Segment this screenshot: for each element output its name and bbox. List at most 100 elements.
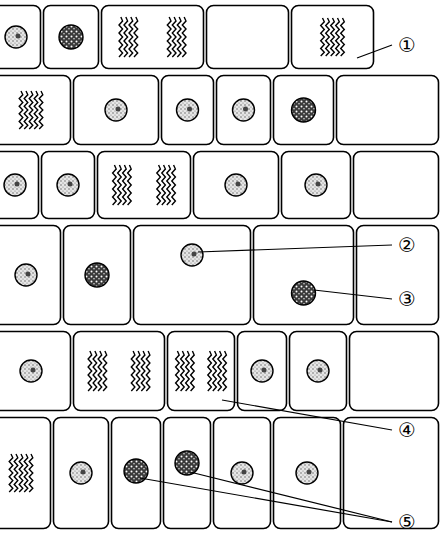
- chromosome: [321, 18, 325, 56]
- plant-cell: [207, 6, 289, 69]
- chromosome: [103, 351, 107, 391]
- plant-cell: [337, 76, 439, 145]
- leader-line: [190, 472, 392, 522]
- chromosome-group: [19, 91, 43, 129]
- nucleolus: [15, 182, 20, 187]
- prophase-nucleus: [292, 281, 316, 305]
- chromosome: [162, 165, 166, 205]
- chromosome: [118, 165, 122, 205]
- plant-cell: [54, 418, 109, 529]
- plant-cell: [0, 332, 71, 411]
- nucleus: [5, 26, 27, 48]
- chromosome: [24, 91, 28, 129]
- chromosome: [223, 351, 227, 391]
- chromosome: [88, 351, 92, 391]
- nucleolus: [31, 368, 36, 373]
- chromosome: [146, 351, 150, 391]
- chromosome-group: [88, 351, 107, 391]
- chromosome: [93, 351, 97, 391]
- prophase-nucleus: [85, 263, 109, 287]
- plant-cell: [0, 152, 39, 219]
- plant-cell: [292, 6, 374, 69]
- chromosome: [14, 454, 18, 492]
- nucleolus: [16, 34, 21, 39]
- plant-cell: [214, 418, 271, 529]
- chromosome: [141, 351, 145, 391]
- chromosome-group: [167, 17, 186, 57]
- nucleolus: [242, 470, 247, 475]
- chromosome: [19, 454, 23, 492]
- chromosome: [19, 91, 23, 129]
- plant-cell: [164, 418, 211, 529]
- plant-cell: [44, 6, 99, 69]
- leader-line: [314, 290, 392, 299]
- chromosome: [218, 351, 222, 391]
- plant-cell: [0, 6, 41, 69]
- plant-cell: [134, 226, 251, 325]
- nucleus: [225, 174, 247, 196]
- nucleolus: [81, 470, 86, 475]
- chromosome: [213, 351, 217, 391]
- plant-cell: [290, 332, 347, 411]
- nucleolus: [26, 272, 31, 277]
- chromosome: [29, 91, 33, 129]
- chromosome: [172, 17, 176, 57]
- chromosome-group: [131, 351, 150, 391]
- chromosome: [181, 351, 185, 391]
- nucleus: [181, 244, 203, 266]
- nucleus: [296, 462, 318, 484]
- plant-cell: [0, 226, 61, 325]
- prophase-nucleus: [175, 451, 199, 475]
- leader-line: [222, 400, 392, 430]
- chromosome-group: [9, 454, 33, 492]
- plant-cell: [42, 152, 95, 219]
- plant-cell: [168, 332, 235, 411]
- prophase-nucleus: [59, 25, 83, 49]
- chromosome: [176, 351, 180, 391]
- nucleolus: [236, 182, 241, 187]
- chromosome-group: [321, 18, 345, 56]
- plant-cell: [74, 332, 165, 411]
- chromosome: [129, 17, 133, 57]
- nucleus: [231, 462, 253, 484]
- chromosome: [123, 165, 127, 205]
- nucleolus: [243, 107, 248, 112]
- nucleus: [4, 174, 26, 196]
- plant-cell: [354, 152, 439, 219]
- plant-cell: [112, 418, 161, 529]
- chromosome: [191, 351, 195, 391]
- nucleolus: [192, 252, 197, 257]
- plant-cell: [162, 76, 214, 145]
- plant-cell: [344, 418, 439, 529]
- chromosome: [128, 165, 132, 205]
- chromosome: [131, 351, 135, 391]
- chromosome: [177, 17, 181, 57]
- chromosome: [39, 91, 43, 129]
- nucleus: [70, 462, 92, 484]
- nucleolus: [318, 368, 323, 373]
- nucleolus: [116, 107, 121, 112]
- chromosome: [134, 17, 138, 57]
- plant-cell: [102, 6, 204, 69]
- plant-cell: [98, 152, 191, 219]
- chromosome: [208, 351, 212, 391]
- plant-cell: [0, 418, 51, 529]
- plant-cell: [274, 76, 334, 145]
- chromosome: [167, 17, 171, 57]
- chromosome: [119, 17, 123, 57]
- nucleolus: [68, 182, 73, 187]
- chromosome-group: [157, 165, 176, 205]
- plant-cell: [0, 76, 71, 145]
- plant-cell: [64, 226, 131, 325]
- chromosome: [113, 165, 117, 205]
- chromosome: [29, 454, 33, 492]
- chromosome: [167, 165, 171, 205]
- chromosome: [341, 18, 345, 56]
- callout-number: ③: [398, 288, 416, 310]
- chromosome: [182, 17, 186, 57]
- nucleus: [177, 99, 199, 121]
- nucleus: [20, 360, 42, 382]
- nucleus: [105, 99, 127, 121]
